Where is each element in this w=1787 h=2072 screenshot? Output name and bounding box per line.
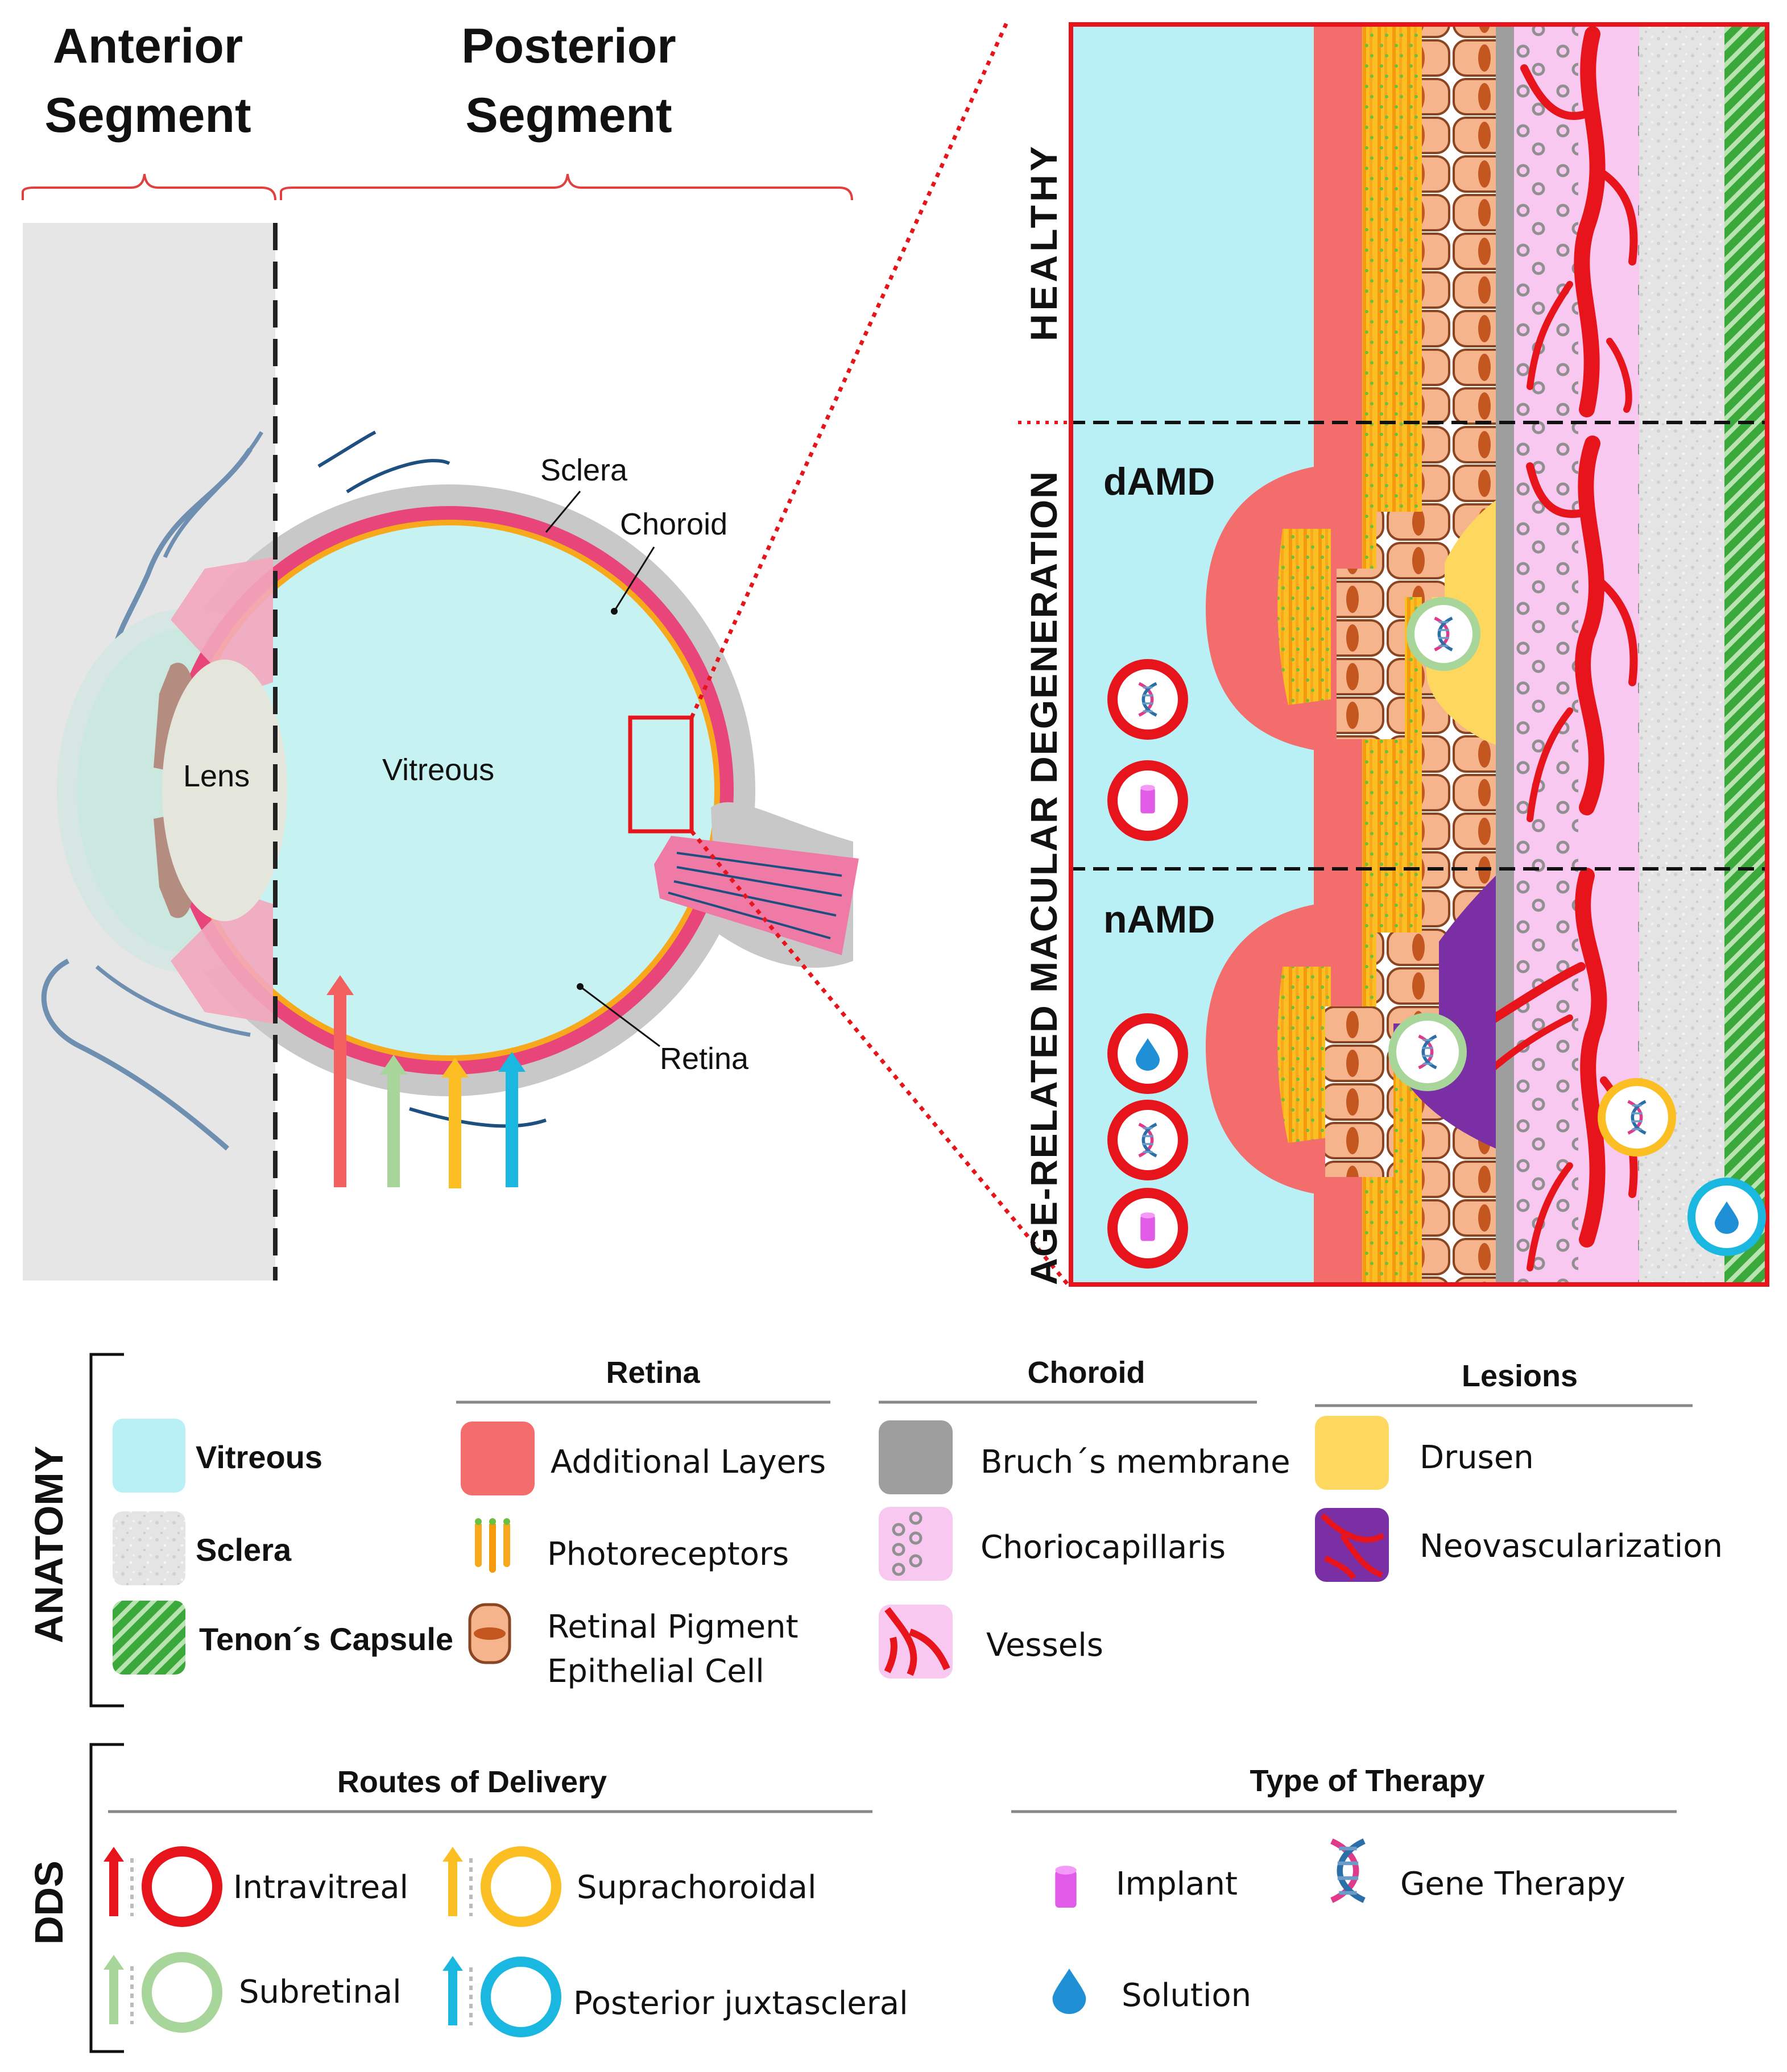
damd-subretinal-gene-badge [1407,597,1480,671]
lens [162,660,287,921]
anterior-segment-label: Anterior Segment [44,19,251,143]
legend-subretinal: Subretinal [104,1952,402,2033]
svg-text:Choriocapillaris: Choriocapillaris [981,1529,1226,1566]
posterior-segment-label: Posterior Segment [461,19,676,143]
choroid-label: Choroid [620,507,727,541]
legend-vitreous: Vitreous [113,1419,322,1493]
namd-intravitreal-solution-badge [1107,1013,1188,1094]
svg-text:Retinal Pigment: Retinal Pigment [547,1609,799,1646]
svg-text:Solution: Solution [1122,1977,1251,2014]
svg-text:Segment: Segment [465,88,672,143]
eye-vitreous [184,525,714,1055]
zoom-box [628,715,694,834]
svg-text:Vitreous: Vitreous [196,1439,322,1475]
namd-juxtascleral-solution-badge [1687,1178,1766,1256]
routes-header: Routes of Delivery [337,1765,607,1799]
svg-text:Intravitreal: Intravitreal [233,1869,408,1906]
svg-text:Drusen: Drusen [1420,1439,1534,1476]
namd-suprachoroidal-gene-badge [1598,1078,1676,1157]
svg-text:Bruch´s membrane: Bruch´s membrane [981,1444,1290,1481]
legend-rpe-cell: Retinal Pigment Epithelial Cell [468,1603,799,1690]
legend-choriocapillaris: Choriocapillaris [879,1507,1226,1581]
svg-text:Vessels: Vessels [986,1627,1103,1664]
svg-text:Epithelial Cell: Epithelial Cell [547,1653,764,1690]
legend-drusen: Drusen [1315,1416,1534,1490]
svg-text:Posterior juxtascleral: Posterior juxtascleral [573,1985,908,2022]
legend-photoreceptors: Photoreceptors [475,1518,789,1573]
legend-posterior-juxtascleral: Posterior juxtascleral [442,1956,908,2037]
svg-text:Suprachoroidal: Suprachoroidal [577,1869,817,1906]
anterior-brace [22,173,276,201]
svg-text:Posterior: Posterior [461,19,676,73]
anatomy-brace [89,1353,124,1708]
legend-vessels: Vessels [879,1605,1103,1679]
damd-label: dAMD [1103,460,1215,503]
vitreous-label: Vitreous [382,753,494,787]
eye-route-arrows [326,975,526,1188]
legend-additional-layers: Additional Layers [461,1422,826,1495]
namd-subretinal-gene-badge [1388,1013,1467,1091]
lens-label: Lens [183,759,250,793]
svg-text:Anterior: Anterior [53,19,243,73]
svg-text:Segment: Segment [44,88,251,143]
svg-text:Tenon´s Capsule: Tenon´s Capsule [199,1621,453,1657]
svg-text:Sclera: Sclera [196,1532,292,1568]
sclera-label: Sclera [540,453,628,487]
namd-label: nAMD [1103,898,1215,941]
choroid-legend-header: Choroid [1028,1356,1145,1390]
dds-brace [89,1743,124,2053]
amd-label: AGE-RELATED MACULAR DEGENERATION [1023,470,1065,1285]
legend-suprachoroidal: Suprachoroidal [442,1846,817,1927]
svg-text:Subretinal: Subretinal [239,1974,402,2011]
posterior-brace [280,173,853,201]
svg-text:Photoreceptors: Photoreceptors [547,1536,789,1573]
legend-neovascularization: Neovascularization [1315,1508,1723,1582]
svg-text:Implant: Implant [1116,1866,1238,1903]
legend-intravitreal: Intravitreal [104,1846,408,1927]
namd-intravitreal-implant-badge [1107,1188,1188,1269]
lesions-legend-header: Lesions [1462,1359,1578,1393]
damd-intravitreal-gene-badge [1107,659,1188,740]
namd-intravitreal-gene-badge [1107,1100,1188,1180]
svg-text:Additional Layers: Additional Layers [551,1444,826,1481]
svg-text:Gene Therapy: Gene Therapy [1400,1866,1625,1903]
retina-label: Retina [660,1042,749,1076]
svg-text:Neovascularization: Neovascularization [1420,1528,1723,1565]
legend-tenon: Tenon´s Capsule [113,1601,453,1675]
retina-legend-header: Retina [606,1356,700,1390]
legend-gene-therapy: Gene Therapy [1331,1841,1625,1903]
legend-sclera: Sclera [113,1511,292,1585]
dds-side-label: DDS [27,1860,71,1945]
anatomy-side-label: ANATOMY [27,1446,71,1643]
lower-eyelid [41,958,229,1151]
legend-implant: Implant [1055,1866,1238,1908]
healthy-label: HEALTHY [1023,143,1065,341]
legend-bruch-membrane: Bruch´s membrane [879,1420,1290,1494]
therapy-header: Type of Therapy [1250,1764,1484,1798]
damd-intravitreal-implant-badge [1107,760,1188,841]
legend-solution: Solution [1052,1969,1251,2014]
